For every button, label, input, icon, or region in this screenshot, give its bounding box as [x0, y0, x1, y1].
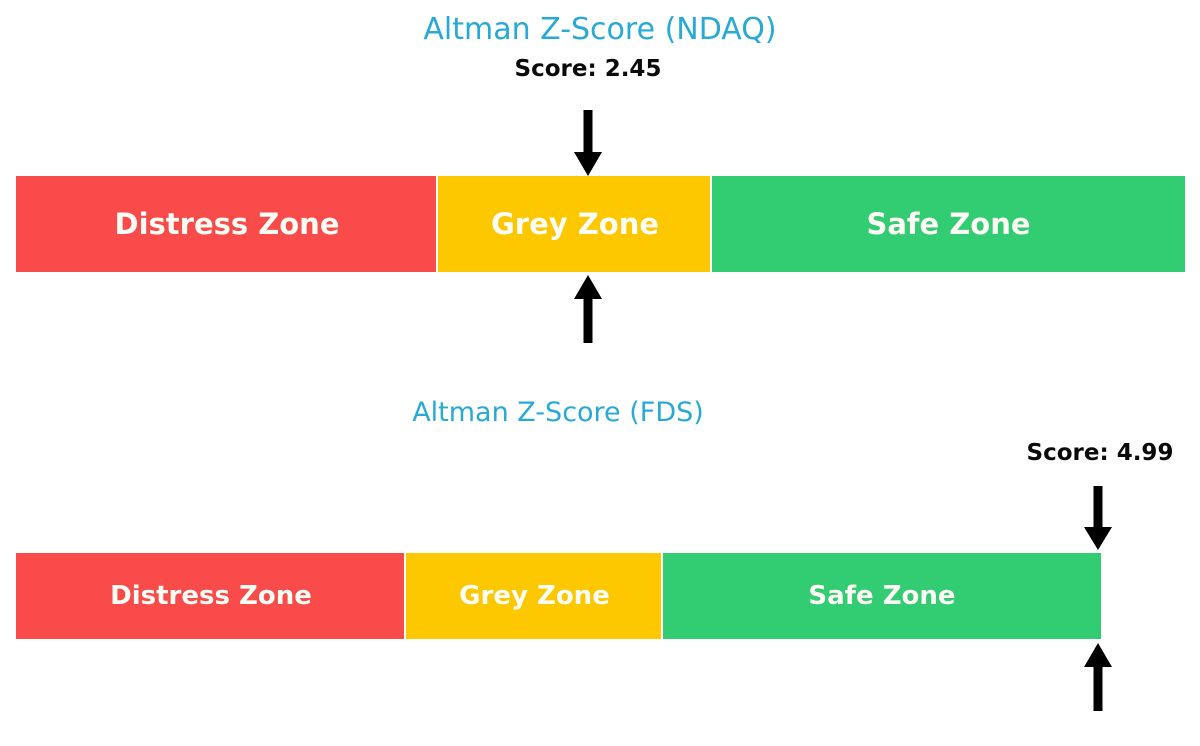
zone-grey-ndaq: Grey Zone [436, 176, 712, 272]
zone-label-safe-ndaq: Safe Zone [866, 207, 1031, 241]
zone-label-safe-fds: Safe Zone [808, 581, 956, 611]
score-label-ndaq: Score: 2.45 [514, 56, 662, 82]
zone-distress-ndaq: Distress Zone [16, 176, 438, 272]
chart-altman-zscore-ndaq: Altman Z-Score (NDAQ) Score: 2.45 Distre… [0, 0, 1200, 360]
zone-safe-ndaq: Safe Zone [710, 176, 1185, 272]
zone-label-distress-ndaq: Distress Zone [114, 207, 340, 241]
zone-distress-fds: Distress Zone [16, 553, 406, 639]
zone-bar-ndaq: Distress Zone Grey Zone Safe Zone [16, 176, 1185, 272]
zone-bar-fds: Distress Zone Grey Zone Safe Zone [16, 553, 1101, 639]
zone-label-grey-ndaq: Grey Zone [490, 207, 660, 241]
chart-title-ndaq: Altman Z-Score (NDAQ) [423, 12, 777, 47]
zone-label-distress-fds: Distress Zone [110, 581, 312, 611]
score-marker-down-arrow-fds [1083, 486, 1113, 550]
chart-title-fds: Altman Z-Score (FDS) [412, 397, 704, 428]
score-marker-up-arrow-fds [1083, 643, 1113, 711]
score-label-fds: Score: 4.99 [1026, 440, 1174, 466]
zone-safe-fds: Safe Zone [661, 553, 1101, 639]
zone-grey-fds: Grey Zone [404, 553, 663, 639]
zone-label-grey-fds: Grey Zone [459, 581, 610, 611]
